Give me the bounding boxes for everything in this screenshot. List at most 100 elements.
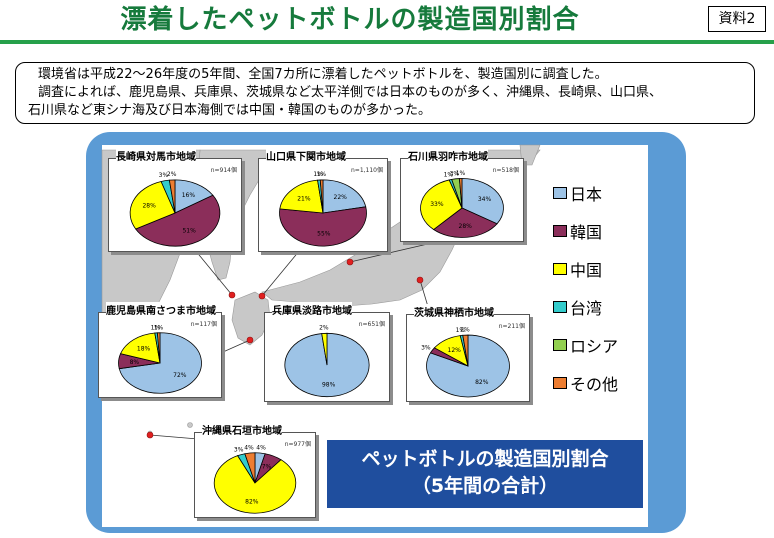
pie-data-label: 1% — [456, 327, 466, 334]
pie-chart: 22%55%21%1%1% — [279, 171, 367, 247]
connector-tsushima — [194, 249, 233, 296]
legend-label: 韓国 — [570, 223, 603, 242]
legend-swatch — [553, 187, 567, 199]
figure-caption-banner: ペットボトルの製造国別割合 （5年間の合計） — [327, 440, 643, 508]
legend-label: 中国 — [570, 261, 603, 280]
location-hakui — [346, 258, 354, 266]
pie-data-label: 28% — [459, 223, 473, 230]
summary-line-2: 調査によれば、鹿児島県、兵庫県、茨城県など太平洋側では日本のものが多く、沖縄県、… — [38, 85, 663, 100]
pie-slice — [135, 194, 221, 247]
pie-chart-title: 兵庫県淡路市地域 — [272, 302, 352, 317]
pie-chart-sample-size: n=518個 — [492, 167, 519, 174]
legend-item-japan: 日本 — [553, 182, 602, 204]
pie-data-label: 1% — [456, 170, 466, 177]
legend-label: ロシア — [570, 337, 619, 356]
pie-data-label: 3% — [234, 446, 244, 453]
legend-item-korea: 韓国 — [553, 220, 602, 242]
pie-slice — [168, 179, 176, 214]
pie-chart: 4%7%82%3%4% — [213, 445, 297, 514]
pie-data-label: 28% — [142, 202, 156, 209]
pie-chart-title: 石川県羽咋市地域 — [408, 148, 488, 163]
pie-data-label: 55% — [317, 231, 331, 238]
location-ishigaki — [146, 431, 154, 439]
pie-chart: 16%51%28%3%2% — [129, 171, 221, 247]
pie-chart-title: 鹿児島県南さつま市地域 — [106, 302, 216, 317]
pie-data-label: 82% — [475, 379, 489, 386]
pie-slice — [279, 206, 367, 247]
pie-chart: 72%8%18%1%1% — [118, 324, 202, 394]
pie-data-label: 4% — [256, 445, 266, 452]
connector-shimonoseki — [261, 249, 301, 297]
pie-chart-box: n=651個 98% 2% — [264, 312, 390, 402]
legend-item-china: 中国 — [553, 258, 602, 280]
pie-slice — [322, 179, 367, 214]
pie-slice — [213, 455, 297, 514]
legend-label: その他 — [570, 375, 619, 394]
pie-data-label: 98% — [322, 382, 336, 389]
pie-chart-sample-size: n=211個 — [498, 323, 525, 330]
pie-chart-title: 茨城県神栖市地域 — [414, 304, 494, 319]
legend-swatch — [553, 263, 567, 275]
pie-data-label: 3% — [450, 171, 460, 178]
pie-data-label: 72% — [173, 372, 187, 379]
page-title: 漂着したペットボトルの製造国別割合 — [120, 5, 580, 35]
pie-slice — [244, 452, 256, 484]
pie-chart: 34%28%33%1%3%1% — [420, 170, 504, 238]
pie-chart-title: 沖縄県石垣市地域 — [202, 422, 282, 437]
legend-item-other: その他 — [553, 372, 618, 394]
pie-chart: 82%3%12%1%2% — [421, 327, 510, 398]
pie-data-label: 3% — [421, 344, 431, 351]
pie-slice — [458, 178, 463, 209]
banner-line-2: （5年間の合計） — [411, 475, 559, 497]
title-underline — [0, 40, 774, 44]
pie-chart: 98% 2% — [284, 325, 370, 398]
pie-data-label: 1% — [313, 171, 323, 178]
pie-slice — [279, 179, 324, 214]
pie-data-label: 18% — [137, 346, 151, 353]
pie-chart-title: 山口県下関市地域 — [266, 148, 346, 163]
pie-chart-sample-size: n=1,110個 — [350, 167, 383, 174]
pie-data-label: 1% — [151, 324, 161, 331]
location-shimonoseki — [258, 292, 266, 300]
document-label: 資料2 — [708, 6, 766, 32]
pie-slice — [174, 179, 214, 214]
legend-swatch — [553, 377, 567, 389]
pie-data-label: 2% — [319, 325, 329, 332]
legend-swatch — [553, 225, 567, 237]
pie-slice — [156, 332, 161, 364]
legend-item-taiwan: 台湾 — [553, 296, 602, 318]
pie-data-label: 16% — [182, 192, 196, 199]
pie-slice — [129, 181, 176, 230]
pie-data-label: 33% — [430, 201, 444, 208]
location-minamisatsuma — [246, 336, 254, 344]
pie-data-label: 8% — [130, 359, 140, 366]
pie-chart-sample-size: n=117個 — [190, 321, 217, 328]
pie-slice — [432, 207, 498, 238]
location-tsushima — [228, 291, 236, 299]
pie-slice — [119, 332, 161, 364]
pie-data-label: 1% — [444, 172, 454, 179]
pie-slice — [462, 334, 469, 367]
pie-data-label: 1% — [317, 171, 327, 178]
legend-item-russia: ロシア — [553, 334, 618, 356]
pie-data-label: 4% — [244, 445, 254, 452]
pie-chart-title: 長崎県対馬市地域 — [116, 148, 196, 163]
pie-data-label: 12% — [448, 347, 462, 354]
pie-slice — [420, 179, 463, 231]
pie-data-label: 3% — [159, 172, 169, 179]
legend-label: 日本 — [570, 185, 603, 204]
banner-line-1: ペットボトルの製造国別割合 — [361, 448, 609, 470]
pie-chart-sample-size: n=977個 — [284, 441, 311, 448]
pie-slice — [321, 332, 328, 366]
pie-data-label: 21% — [297, 195, 311, 202]
legend-label: 台湾 — [570, 299, 603, 318]
pie-chart-sample-size: n=651個 — [358, 321, 385, 328]
okinawa-island — [187, 422, 193, 428]
summary-line-3: 石川県など東シナ海及び日本海側では中国・韓国のものが多かった。 — [28, 103, 432, 118]
pie-data-label: 51% — [182, 228, 196, 235]
